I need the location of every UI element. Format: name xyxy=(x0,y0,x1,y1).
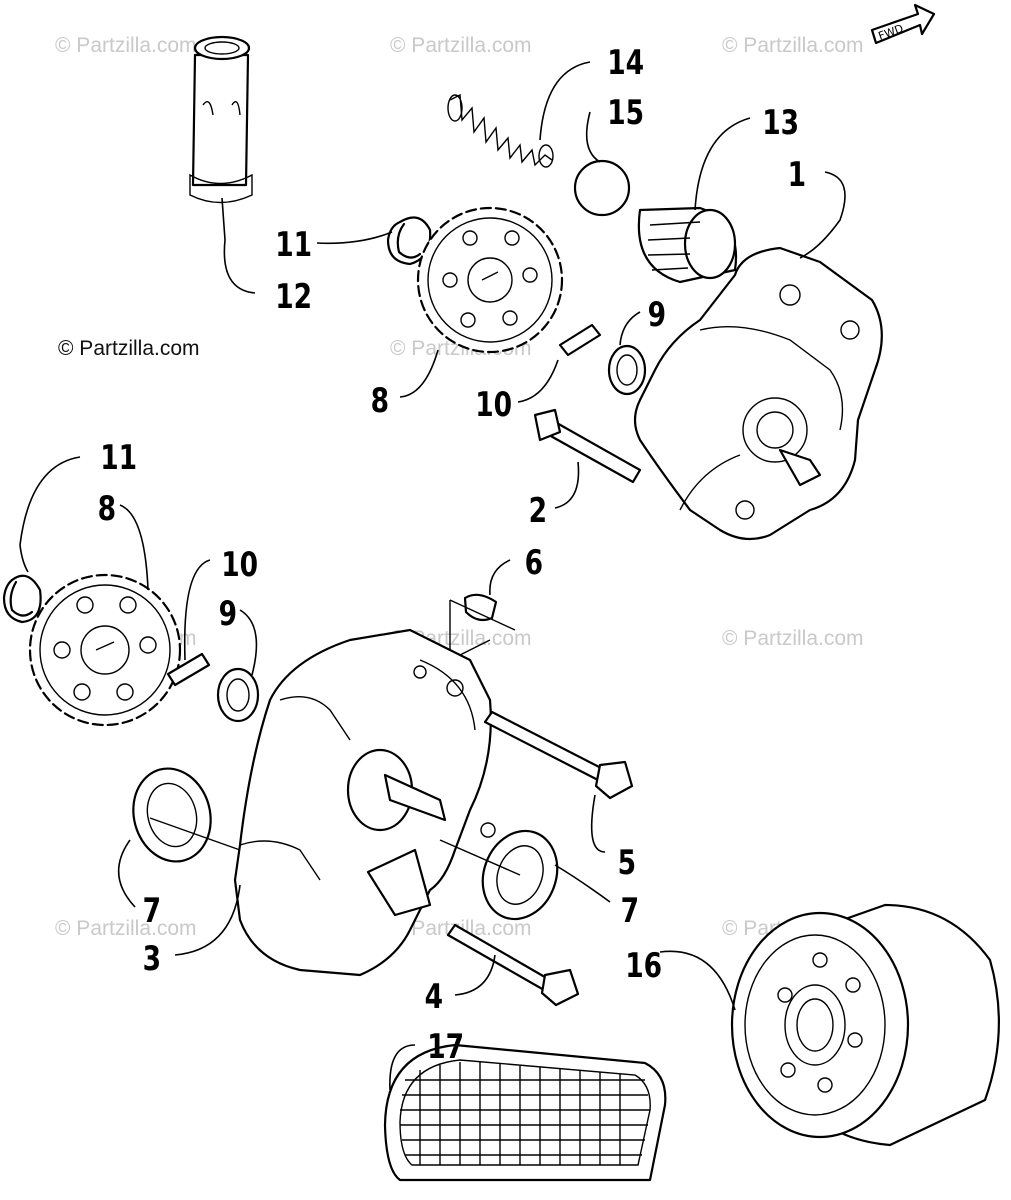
circlip-11-lower xyxy=(2,574,42,624)
copyright-text: © Partzilla.com xyxy=(58,337,200,360)
seal-7-left xyxy=(132,767,241,863)
callout-12: 12 xyxy=(275,278,312,317)
callout-11-upper: 11 xyxy=(275,226,312,265)
washer-9-upper xyxy=(607,344,647,396)
seal-7-right xyxy=(439,829,559,921)
pump-housing-1 xyxy=(633,246,883,541)
callout-3: 3 xyxy=(143,940,161,979)
gear-8-upper xyxy=(416,206,564,354)
callout-1: 1 xyxy=(788,156,806,195)
watermark-1: © Partzilla.com xyxy=(55,34,197,57)
fwd-arrow-icon: FWD xyxy=(870,3,936,45)
watermark-9: © Partzilla.com xyxy=(55,917,197,940)
bolt-4 xyxy=(446,923,580,1007)
pin-10-lower xyxy=(166,652,211,687)
callout-8-lower: 8 xyxy=(98,490,116,529)
watermark-3: © Partzilla.com xyxy=(722,34,864,57)
callout-2: 2 xyxy=(529,492,547,531)
callout-6: 6 xyxy=(525,544,543,583)
pin-10-upper xyxy=(558,323,602,357)
leader-lines xyxy=(19,61,846,1091)
callout-5: 5 xyxy=(618,844,636,883)
callout-11-lower: 11 xyxy=(100,439,137,478)
callout-4: 4 xyxy=(425,978,443,1017)
callout-16: 16 xyxy=(625,947,662,986)
callout-7-left: 7 xyxy=(143,892,161,931)
pickup-tube-12 xyxy=(189,35,253,204)
watermark-2: © Partzilla.com xyxy=(390,34,532,57)
callout-13: 13 xyxy=(762,104,799,143)
callout-7-right: 7 xyxy=(621,892,639,931)
fwd-label: FWD xyxy=(877,22,906,43)
callout-15: 15 xyxy=(607,94,644,133)
callout-14: 14 xyxy=(607,44,644,83)
gear-8-lower xyxy=(28,573,182,727)
spring-14 xyxy=(447,93,554,168)
strainer-screen-17 xyxy=(383,1043,667,1182)
watermark-8: © Partzilla.com xyxy=(722,627,864,650)
callout-8-upper: 8 xyxy=(371,382,389,421)
washer-9-lower xyxy=(216,667,260,723)
callout-numbers: 14 15 13 1 11 12 9 8 10 2 11 8 10 9 6 5 … xyxy=(98,44,806,1067)
callout-17: 17 xyxy=(427,1028,464,1067)
callout-10-upper: 10 xyxy=(475,386,512,425)
callout-9-lower: 9 xyxy=(219,595,237,634)
circlip-11-upper xyxy=(386,216,432,266)
bolt-2 xyxy=(533,408,642,484)
relief-valve-13 xyxy=(637,206,738,284)
oil-filter-16 xyxy=(730,903,1000,1147)
callout-9-upper: 9 xyxy=(648,296,666,335)
ball-15 xyxy=(573,159,631,217)
callout-10-lower: 10 xyxy=(221,546,258,585)
bolt-5 xyxy=(483,710,634,800)
pump-housing-3 xyxy=(233,628,496,977)
